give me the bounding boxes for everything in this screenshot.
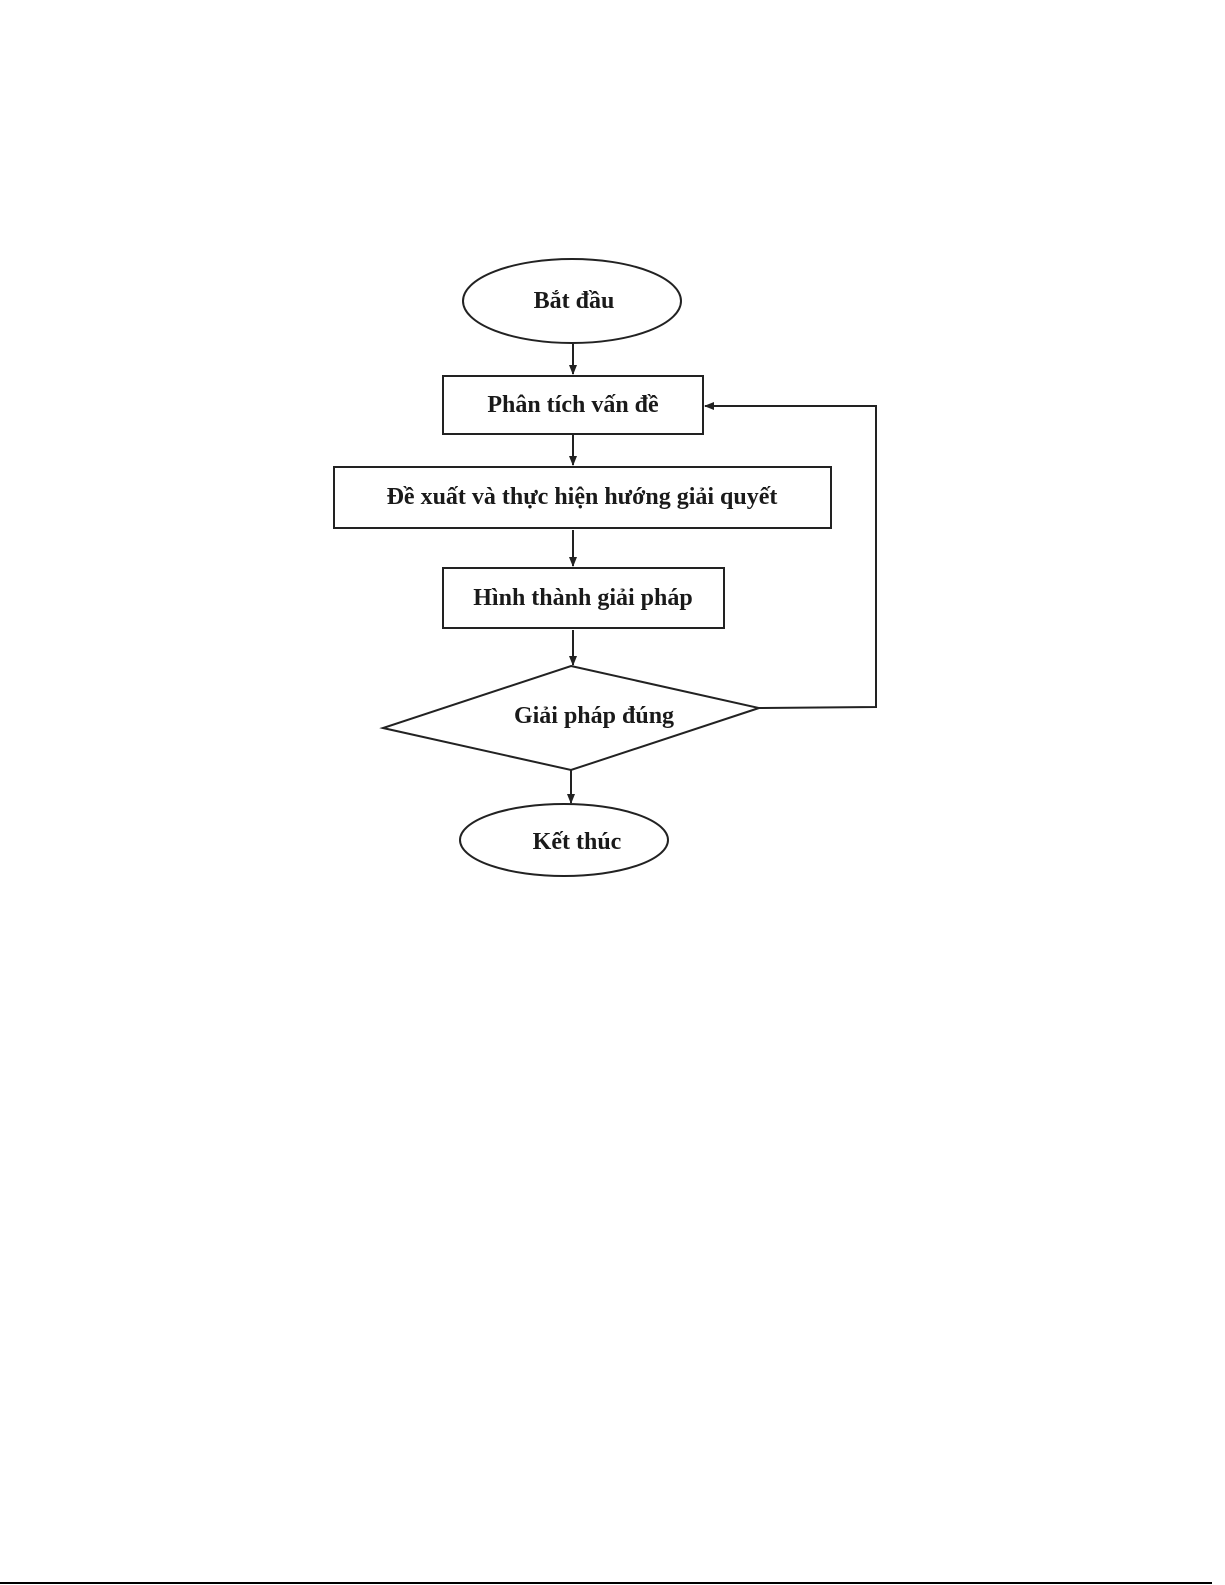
decision-label: Giải pháp đúng xyxy=(514,703,674,729)
step2-label: Đề xuất và thực hiện hướng giải quyết xyxy=(387,484,778,510)
step3-label: Hình thành giải pháp xyxy=(473,585,692,611)
step1-label: Phân tích vấn đề xyxy=(487,392,659,418)
arrow-decision-loop-to-step1 xyxy=(704,402,877,709)
end-label: Kết thúc xyxy=(533,829,622,855)
start-label: Bắt đầu xyxy=(534,288,615,314)
end-node: Kết thúc xyxy=(459,803,669,877)
start-node: Bắt đầu xyxy=(462,258,682,344)
decision-node: Giải pháp đúng xyxy=(379,664,763,772)
step2-node: Đề xuất và thực hiện hướng giải quyết xyxy=(333,466,832,529)
step1-node: Phân tích vấn đề xyxy=(442,375,704,435)
step3-node: Hình thành giải pháp xyxy=(442,567,725,629)
